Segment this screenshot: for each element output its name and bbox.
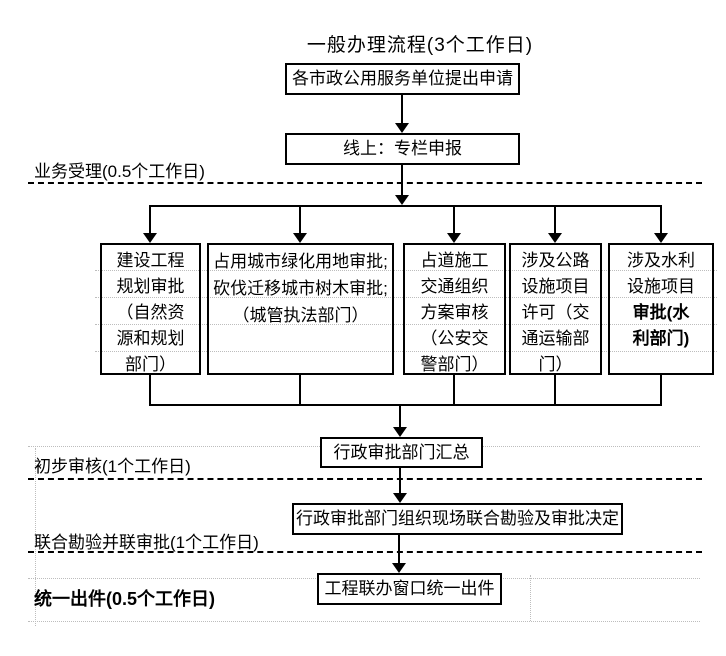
arrowhead (548, 233, 562, 243)
connector-line (554, 375, 556, 405)
arrowhead (392, 563, 406, 573)
page-title: 一般办理流程(3个工作日) (306, 35, 534, 56)
table-gridline (95, 297, 717, 298)
connector-line (149, 205, 662, 207)
stage-label-acceptance: 业务受理(0.5个工作日) (34, 162, 205, 181)
dept-box-water-text: 涉及水利 设施项目 (627, 251, 695, 296)
connector-line (149, 404, 662, 406)
table-gridline (95, 270, 717, 271)
connector-line (554, 207, 556, 233)
connector-line (453, 375, 455, 405)
joint-inspection-box: 行政审批部门组织现场联合勘验及审批决定 (292, 503, 623, 535)
stage-divider (28, 551, 702, 553)
apply-box: 各市政公用服务单位提出申请 (285, 63, 520, 95)
dept-box-traffic-police: 占道施工 交通组织 方案审核 （公安交 警部门） (403, 243, 506, 375)
arrowhead (447, 233, 461, 243)
connector-line (398, 535, 400, 563)
table-gridline (28, 621, 700, 622)
stage-label-unified-output: 统一出件(0.5个工作日) (34, 589, 216, 609)
connector-line (660, 207, 662, 233)
summary-box: 行政审批部门汇总 (320, 437, 483, 468)
connector-line (660, 375, 662, 405)
connector-line (149, 375, 151, 405)
arrowhead (143, 233, 157, 243)
dept-box-water-bold-text: 审批(水 利部门) (632, 303, 690, 348)
dept-box-greening: 占用城市绿化用地审批; 砍伐迁移城市树木审批; （城管执法部门） (207, 243, 394, 375)
dept-box-planning: 建设工程 规划审批 （自然资 源和规划 部门） (100, 243, 201, 375)
table-gridline (95, 351, 717, 352)
connector-line (399, 468, 401, 493)
connector-line (299, 207, 301, 233)
table-gridline (35, 448, 36, 626)
arrowhead (654, 233, 668, 243)
connector-line (453, 207, 455, 233)
online-channel-box: 线上：专栏申报 (285, 133, 520, 165)
table-gridline (530, 575, 531, 621)
table-gridline (95, 324, 717, 325)
stage-divider (28, 182, 702, 184)
connector-line (401, 95, 403, 123)
arrowhead (395, 195, 409, 205)
connector-line (149, 207, 151, 233)
connector-line (299, 375, 301, 405)
unified-output-box: 工程联办窗口统一出件 (317, 573, 502, 605)
arrowhead (393, 427, 407, 437)
arrowhead (293, 233, 307, 243)
stage-label-preliminary-review: 初步审核(1个工作日) (34, 457, 191, 476)
arrowhead (395, 123, 409, 133)
connector-line (399, 406, 401, 427)
stage-divider (28, 478, 702, 480)
arrowhead (393, 493, 407, 503)
stage-label-joint-inspection: 联合勘验并联审批(1个工作日) (34, 533, 259, 552)
dept-box-water: 涉及水利 设施项目 审批(水 利部门) (608, 243, 714, 375)
connector-line (401, 165, 403, 195)
dept-box-highway: 涉及公路 设施项目 许可（交 通运输部 门） (509, 243, 602, 375)
